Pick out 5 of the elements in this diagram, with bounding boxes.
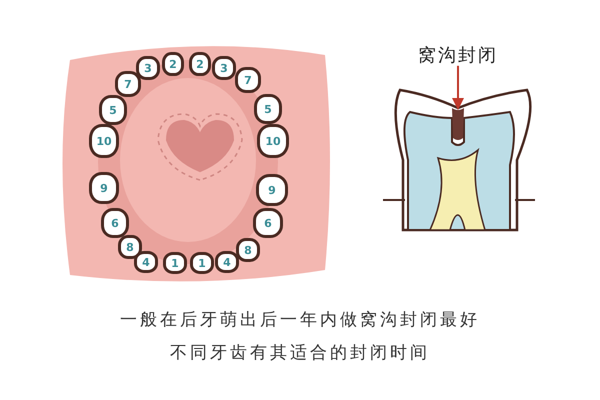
sealed-fissure [452, 108, 464, 140]
caption-text: 一般在后牙萌出后一年内做窝沟封闭最好 [119, 309, 481, 331]
callout-label: 窝沟封闭 [418, 46, 498, 66]
caption-text: 不同牙齿有其适合的封闭时间 [169, 342, 431, 364]
arrow [452, 66, 464, 110]
